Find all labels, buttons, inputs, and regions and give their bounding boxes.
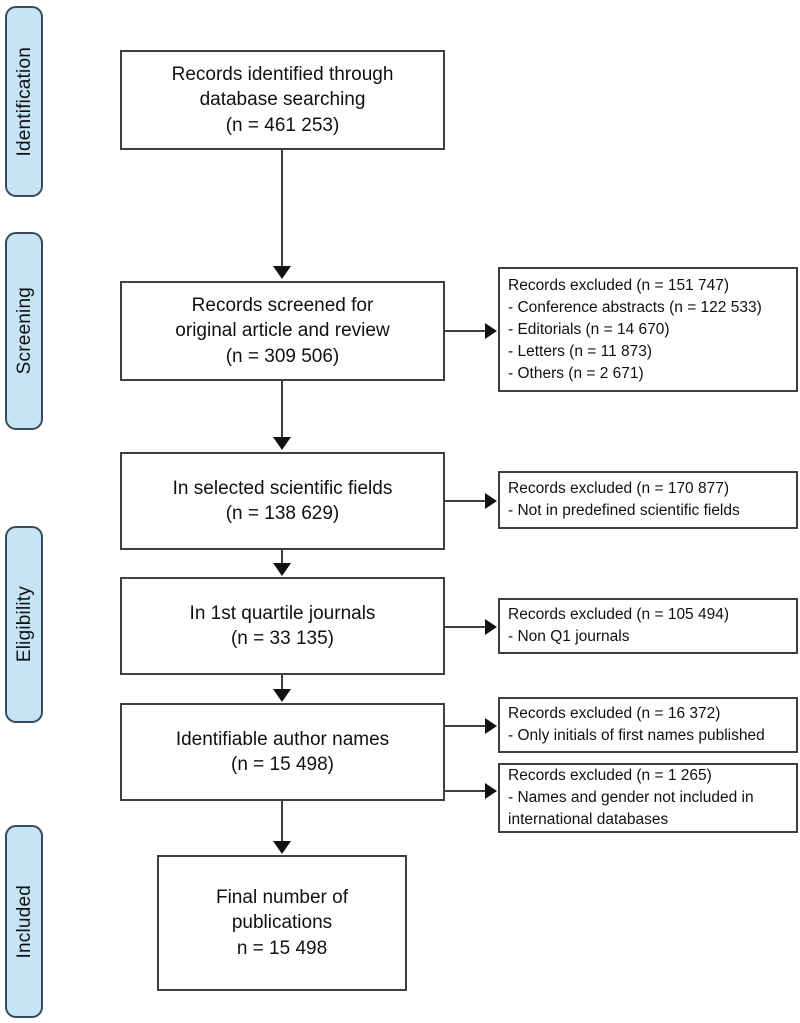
- flow-box-scientific-fields: In selected scientific fields (n = 138 6…: [120, 452, 445, 550]
- connector-authors-to-exclusion-gender: [445, 790, 486, 792]
- exclusion-box-initials: Records excluded (n = 16 372) - Only ini…: [498, 697, 798, 753]
- connector-fields-to-exclusion: [445, 500, 486, 502]
- flow-box-final-publications: Final number of publications n = 15 498: [157, 855, 407, 991]
- flow-box-author-names-text: Identifiable author names (n = 15 498): [175, 728, 390, 775]
- exclusion-box-screening-text: Records excluded (n = 151 747) - Confere…: [508, 276, 762, 382]
- connector-fields-to-q1: [281, 550, 283, 564]
- exclusion-box-gender-text: Records excluded (n = 1 265) - Names and…: [508, 767, 754, 828]
- flow-box-q1-journals: In 1st quartile journals (n = 33 135): [120, 577, 445, 675]
- flow-box-final-publications-text: Final number of publications n = 15 498: [215, 887, 348, 959]
- arrowhead-exclusion-screening: [485, 323, 497, 339]
- flow-box-records-screened-text: Records screened for original article an…: [175, 295, 390, 367]
- exclusion-box-scientific-fields: Records excluded (n = 170 877) - Not in …: [498, 471, 798, 529]
- arrowhead-screened: [273, 266, 291, 279]
- stage-pill-included: Included: [5, 825, 43, 1018]
- arrowhead-exclusion-gender: [485, 783, 497, 799]
- arrowhead-authors: [273, 689, 291, 702]
- exclusion-box-scientific-fields-text: Records excluded (n = 170 877) - Not in …: [508, 480, 740, 519]
- flow-box-records-screened: Records screened for original article an…: [120, 281, 445, 381]
- arrowhead-exclusion-q1: [485, 619, 497, 635]
- stage-label-screening: Screening: [13, 287, 35, 375]
- stage-label-identification: Identification: [13, 46, 35, 157]
- flow-box-scientific-fields-text: In selected scientific fields (n = 138 6…: [172, 477, 393, 524]
- connector-authors-to-exclusion-initials: [445, 725, 486, 727]
- connector-identified-to-screened: [281, 150, 283, 268]
- exclusion-box-q1-journals: Records excluded (n = 105 494) - Non Q1 …: [498, 598, 798, 654]
- arrowhead-exclusion-fields: [485, 493, 497, 509]
- connector-screened-to-fields: [281, 381, 283, 439]
- arrowhead-exclusion-initials: [485, 718, 497, 734]
- flow-box-records-identified: Records identified through database sear…: [120, 50, 445, 150]
- stage-label-eligibility: Eligibility: [13, 586, 35, 663]
- arrowhead-q1: [273, 563, 291, 576]
- connector-screened-to-exclusion: [445, 330, 486, 332]
- arrowhead-fields: [273, 437, 291, 450]
- connector-q1-to-exclusion: [445, 626, 486, 628]
- flow-box-author-names: Identifiable author names (n = 15 498): [120, 703, 445, 801]
- exclusion-box-initials-text: Records excluded (n = 16 372) - Only ini…: [508, 705, 765, 744]
- connector-q1-to-authors: [281, 675, 283, 689]
- arrowhead-final: [273, 841, 291, 854]
- connector-authors-to-final: [281, 801, 283, 841]
- exclusion-box-screening: Records excluded (n = 151 747) - Confere…: [498, 267, 798, 392]
- stage-pill-identification: Identification: [5, 6, 43, 197]
- flow-box-records-identified-text: Records identified through database sear…: [171, 64, 394, 136]
- stage-pill-screening: Screening: [5, 232, 43, 430]
- exclusion-box-gender: Records excluded (n = 1 265) - Names and…: [498, 763, 798, 833]
- stage-pill-eligibility: Eligibility: [5, 526, 43, 723]
- flow-box-q1-journals-text: In 1st quartile journals (n = 33 135): [189, 602, 376, 649]
- exclusion-box-q1-journals-text: Records excluded (n = 105 494) - Non Q1 …: [508, 606, 730, 645]
- stage-label-included: Included: [13, 884, 35, 959]
